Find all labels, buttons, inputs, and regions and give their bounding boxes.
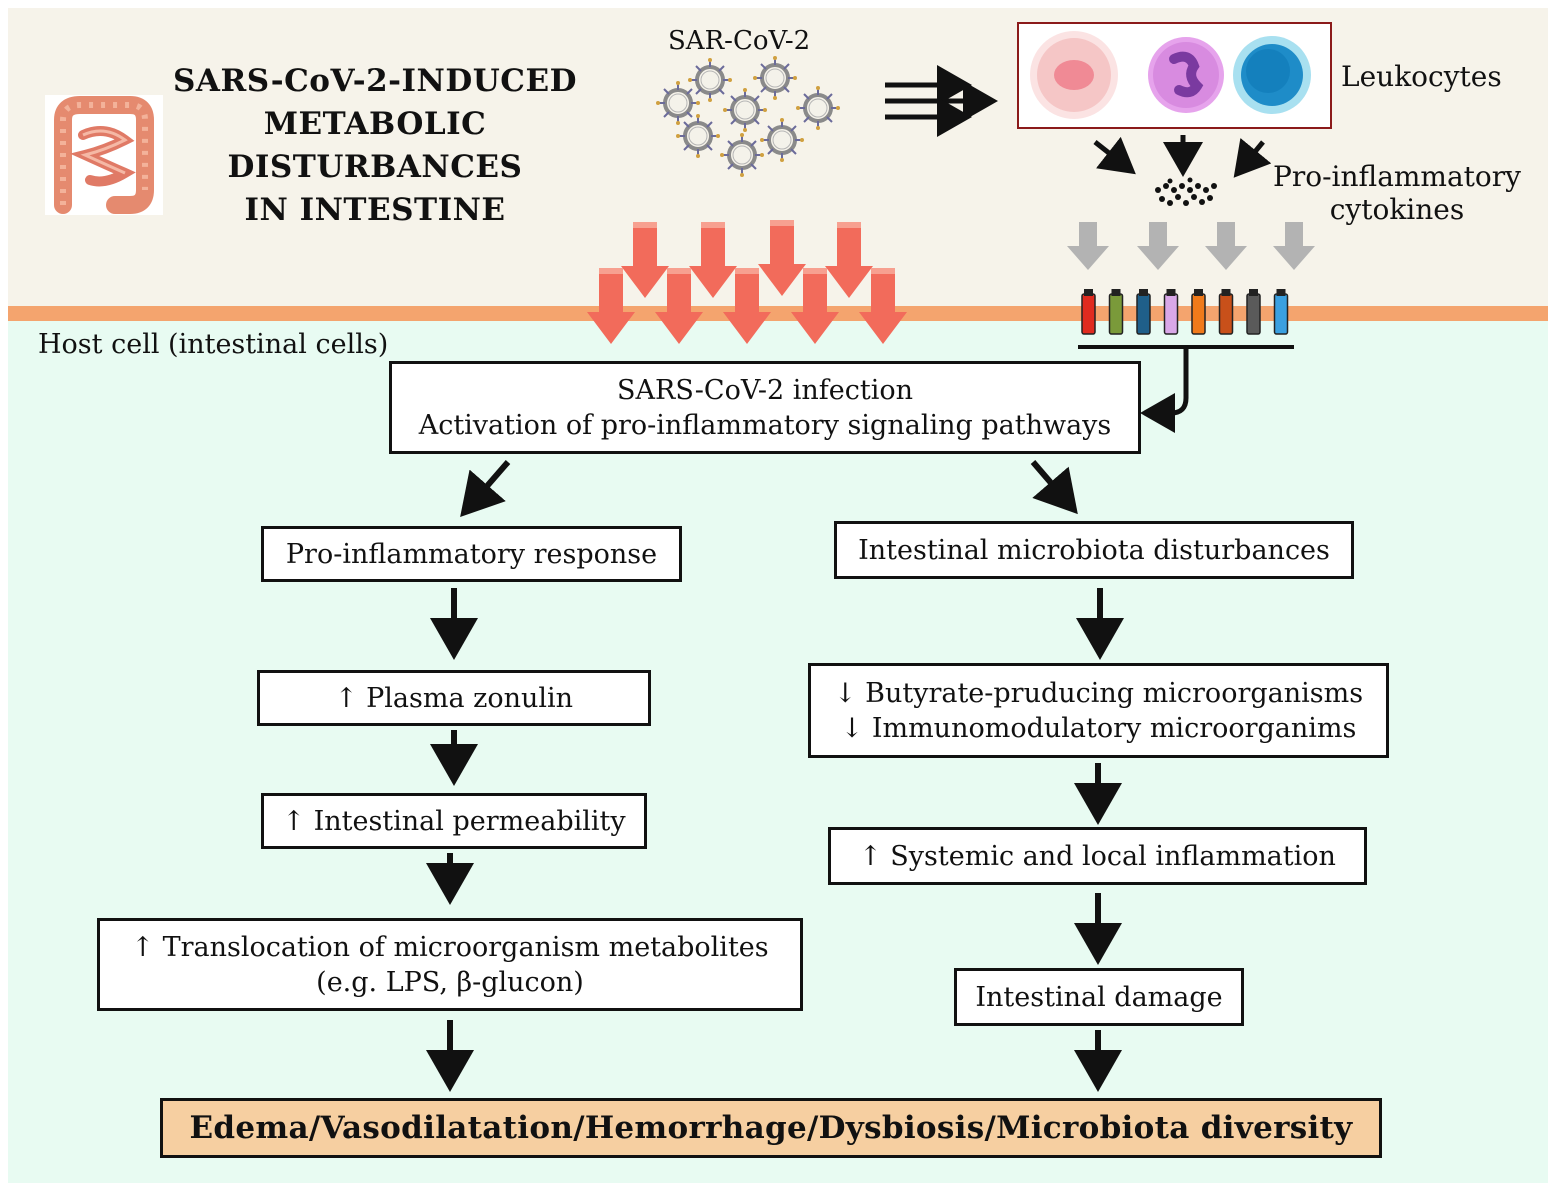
grey-arrow-icon bbox=[1273, 222, 1315, 270]
red-arrow-icon bbox=[655, 268, 703, 344]
infection-box: SARS-CoV-2 infection Activation of pro-i… bbox=[389, 361, 1141, 454]
virus-particle-icon bbox=[686, 56, 734, 104]
leukocyte-to-cytokine-arrows bbox=[1093, 135, 1272, 178]
flow-arrows bbox=[426, 460, 1124, 1092]
virus-particle-icon bbox=[654, 79, 702, 127]
virus-label: SAR-CoV-2 bbox=[668, 26, 811, 56]
title-line: METABOLIC bbox=[263, 106, 487, 142]
receptor-to-infection-arrow bbox=[1140, 349, 1189, 433]
cytokines-label-line: Pro-inflammatory bbox=[1272, 160, 1521, 193]
microorganisms-line: ↓ Butyrate-pruducing microorganisms bbox=[833, 677, 1364, 709]
red-arrow-icon bbox=[825, 222, 873, 298]
receptor-cap-icon bbox=[1194, 289, 1203, 296]
lymphocyte-cell-icon bbox=[1233, 36, 1311, 114]
receptor-cap-icon bbox=[1221, 289, 1231, 296]
red-arrow-icon bbox=[621, 222, 669, 298]
inflammation-box: ↑ Systemic and local inflammation bbox=[828, 827, 1367, 885]
leukocytes-label: Leukocytes bbox=[1341, 60, 1502, 93]
title-line: IN INTESTINE bbox=[244, 192, 506, 228]
virus-particle-icon bbox=[758, 116, 806, 164]
leukocytes-panel bbox=[1017, 22, 1332, 129]
virus-particle-icon bbox=[794, 84, 842, 132]
infection-line: SARS-CoV-2 infection bbox=[617, 374, 913, 406]
intestinal-permeability-box: ↑ Intestinal permeability bbox=[261, 793, 647, 849]
receptor-icon bbox=[1218, 293, 1234, 335]
cytokines-label-line: cytokines bbox=[1329, 193, 1465, 226]
receptor-icon bbox=[1246, 293, 1261, 335]
red-arrow-icon bbox=[859, 268, 907, 344]
translocation-box: ↑ Translocation of microorganism metabol… bbox=[97, 918, 803, 1011]
cytokines-label: Pro-inflammatory cytokines bbox=[1272, 160, 1522, 226]
intestinal-damage-box: Intestinal damage bbox=[954, 968, 1244, 1026]
virus-particle-icon bbox=[718, 131, 766, 179]
receptor-cap-icon bbox=[1111, 289, 1121, 296]
receptor-icon bbox=[1273, 293, 1289, 335]
grey-arrow-icon bbox=[1205, 222, 1247, 270]
intestine-illustration bbox=[45, 95, 163, 215]
receptor-icon bbox=[1081, 293, 1096, 335]
virus-to-leukocytes-arrows bbox=[885, 65, 998, 137]
outcome-box: Edema/Vasodilatation/Hemorrhage/Dysbiosi… bbox=[160, 1098, 1382, 1158]
sars-cov-2-virus-icons bbox=[654, 54, 842, 179]
red-arrow-icon bbox=[723, 268, 771, 344]
cytokine-receptors-icon bbox=[1081, 289, 1289, 335]
plasma-zonulin-box: ↑ Plasma zonulin bbox=[257, 670, 651, 726]
cytokine-cluster-icon bbox=[1155, 177, 1217, 206]
microorganisms-line: ↓ Immunomodulatory microorganims bbox=[840, 712, 1357, 744]
receptor-icon bbox=[1108, 293, 1124, 335]
title-line: DISTURBANCES bbox=[227, 149, 523, 185]
microbiota-disturbances-box: Intestinal microbiota disturbances bbox=[834, 521, 1354, 579]
red-arrow-icon bbox=[758, 220, 806, 296]
receptor-cap-icon bbox=[1249, 289, 1258, 296]
grey-arrow-icon bbox=[1067, 222, 1109, 270]
red-arrow-icon bbox=[689, 222, 737, 298]
flow-arrow bbox=[1030, 460, 1078, 515]
translocation-line: ↑ Translocation of microorganism metabol… bbox=[131, 931, 769, 963]
virus-particle-icon bbox=[751, 54, 799, 102]
monocyte-cell-icon bbox=[1148, 37, 1224, 113]
pro-inflammatory-response-box: Pro-inflammatory response bbox=[261, 526, 682, 582]
microorganisms-box: ↓ Butyrate-pruducing microorganisms ↓ Im… bbox=[808, 663, 1389, 758]
receptor-icon bbox=[1191, 293, 1206, 335]
translocation-line: (e.g. LPS, β-glucon) bbox=[316, 966, 584, 998]
host-cell-label: Host cell (intestinal cells) bbox=[38, 329, 389, 360]
receptor-icon bbox=[1163, 293, 1179, 335]
red-arrow-icon bbox=[587, 268, 635, 344]
neutrophil-cell-icon bbox=[1030, 31, 1118, 119]
receptor-cap-icon bbox=[1084, 289, 1093, 296]
grey-arrow-icon bbox=[1137, 222, 1179, 270]
virus-particle-icon bbox=[674, 112, 722, 160]
receptor-cap-icon bbox=[1276, 289, 1286, 296]
red-arrow-icon bbox=[791, 268, 839, 344]
infection-line: Activation of pro-inflammatory signaling… bbox=[418, 409, 1112, 441]
receptor-cap-icon bbox=[1139, 289, 1148, 296]
arrow-line bbox=[1093, 136, 1136, 175]
receptor-cap-icon bbox=[1166, 289, 1176, 296]
virus-particle-icon bbox=[721, 86, 769, 134]
diagram-title: SARS-CoV-2-INDUCED METABOLIC DISTURBANCE… bbox=[170, 60, 580, 232]
virus-entry-arrows bbox=[587, 220, 907, 344]
receptor-icon bbox=[1136, 293, 1151, 335]
title-line: SARS-CoV-2-INDUCED bbox=[173, 63, 577, 99]
cytokine-to-receptor-arrows bbox=[1067, 222, 1315, 270]
arrow-line bbox=[1233, 137, 1272, 178]
cell-membrane bbox=[8, 306, 1548, 321]
flow-arrow bbox=[460, 460, 511, 518]
